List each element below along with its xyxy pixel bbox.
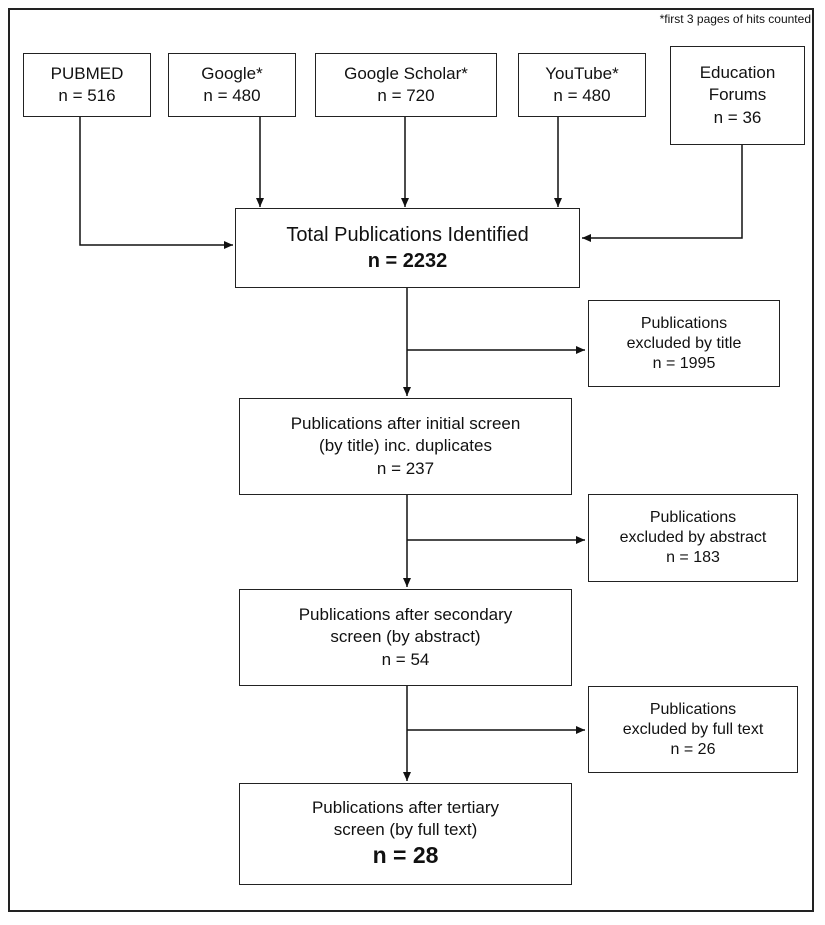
excl-line2: excluded by full text xyxy=(622,720,764,738)
excl-count: n = 183 xyxy=(666,549,720,566)
excluded-by-abstract: Publications excluded by abstract n = 18… xyxy=(588,494,798,582)
source-name-2: Forums xyxy=(708,85,767,105)
stage-count: n = 54 xyxy=(381,649,430,669)
stage-count: n = 237 xyxy=(376,458,435,478)
source-count: n = 516 xyxy=(58,86,116,105)
source-name: PUBMED xyxy=(50,63,124,83)
stage-line2: screen (by full text) xyxy=(333,820,478,840)
excl-line1: Publications xyxy=(649,509,737,526)
diagram-frame xyxy=(8,8,814,912)
excl-line2: excluded by title xyxy=(626,334,742,352)
excl-line2: excluded by abstract xyxy=(619,529,767,546)
stage-secondary-screen: Publications after secondary screen (by … xyxy=(239,589,572,686)
stage-line1: Publications after secondary xyxy=(298,605,513,625)
source-education-forums: Education Forums n = 36 xyxy=(670,46,805,145)
excl-count: n = 1995 xyxy=(652,354,716,372)
excluded-by-full-text: Publications excluded by full text n = 2… xyxy=(588,686,798,773)
stage-line1: Publications after initial screen xyxy=(290,414,521,434)
stage-line1: Publications after tertiary xyxy=(311,797,500,817)
excl-count: n = 26 xyxy=(670,740,716,758)
source-name: Google Scholar* xyxy=(344,63,468,83)
stage-line2: (by title) inc. duplicates xyxy=(319,436,492,456)
footnote: *first 3 pages of hits counted xyxy=(659,12,811,26)
source-google-scholar: Google Scholar* n = 720 xyxy=(315,53,497,117)
total-count: n = 2232 xyxy=(367,250,448,272)
source-count: n = 480 xyxy=(203,86,261,105)
stage-count: n = 28 xyxy=(372,842,439,869)
source-youtube: YouTube* n = 480 xyxy=(518,53,646,117)
source-name: YouTube* xyxy=(545,63,619,83)
stage-initial-screen: Publications after initial screen (by ti… xyxy=(239,398,572,495)
arrow-forums xyxy=(582,145,743,242)
source-google: Google* n = 480 xyxy=(168,53,296,117)
total-identified: Total Publications Identified n = 2232 xyxy=(235,208,580,288)
source-count: n = 480 xyxy=(553,86,611,105)
source-count: n = 36 xyxy=(713,107,762,127)
excl-line1: Publications xyxy=(649,700,737,718)
source-name: Google* xyxy=(201,63,263,83)
stage-line2: screen (by abstract) xyxy=(330,627,481,647)
excluded-by-title: Publications excluded by title n = 1995 xyxy=(588,300,780,387)
stage-tertiary-screen: Publications after tertiary screen (by f… xyxy=(239,783,572,885)
source-name: Education xyxy=(699,63,776,83)
excl-line1: Publications xyxy=(640,314,728,332)
arrow-pubmed xyxy=(79,117,233,249)
total-label: Total Publications Identified xyxy=(286,224,529,246)
source-pubmed: PUBMED n = 516 xyxy=(23,53,151,117)
source-count: n = 720 xyxy=(377,86,435,105)
